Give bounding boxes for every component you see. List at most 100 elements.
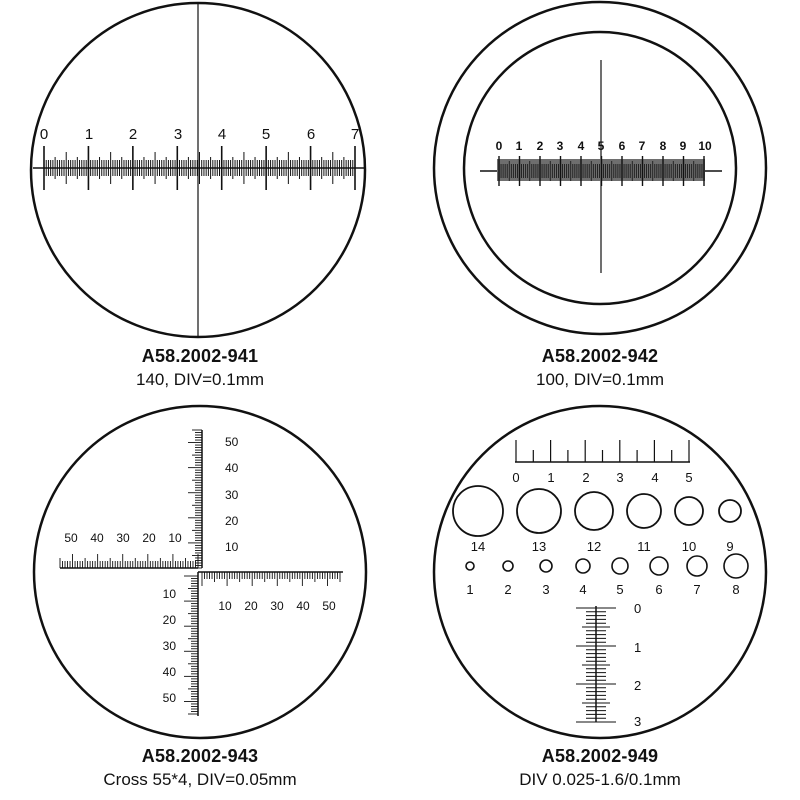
circle-label: 11 — [637, 539, 651, 554]
circle-label: 8 — [732, 582, 739, 597]
scale-number: 5 — [262, 126, 270, 143]
reticle-949-field-circle — [432, 404, 768, 740]
scale-number: 0 — [634, 601, 641, 616]
small-circle-labels: 1 2 3 4 5 6 7 8 — [466, 582, 739, 597]
scale-number: 2 — [537, 139, 544, 153]
circle-11 — [626, 493, 662, 529]
reticle-panel-942: 0 1 2 3 4 5 6 7 8 9 10 A58.2002-942 100,… — [400, 0, 800, 400]
scale-number: 7 — [639, 139, 646, 153]
model-number: A58.2002-949 — [541, 746, 659, 766]
circle-label: 7 — [693, 582, 700, 597]
vertical-scale-numbers: 0 1 2 3 — [634, 601, 641, 729]
scale-number: 30 — [116, 531, 130, 545]
circle-6 — [649, 556, 669, 576]
circle-12 — [574, 491, 614, 531]
ruler-number: 2 — [582, 470, 589, 485]
reticle-941-numbers: 0 1 2 3 4 5 6 7 — [40, 126, 359, 143]
circle-2 — [502, 560, 514, 572]
circle-label: 9 — [726, 539, 733, 554]
model-number: A58.2002-943 — [141, 746, 259, 766]
small-circles-row — [465, 553, 749, 579]
reticle-942-ticks — [498, 156, 705, 186]
scale-number: 50 — [64, 531, 78, 545]
circle-5 — [611, 557, 629, 575]
circle-label: 12 — [587, 539, 601, 554]
scale-number: 0 — [496, 139, 503, 153]
scale-number: 5 — [598, 139, 605, 153]
upper-scale-numbers: 10 20 30 40 50 — [225, 435, 239, 554]
circle-label: 1 — [466, 582, 473, 597]
scale-number: 20 — [142, 531, 156, 545]
circle-9 — [718, 499, 742, 523]
reticle-941-diagram: 0 1 2 3 4 5 6 7 — [29, 1, 367, 339]
ruler-number: 3 — [616, 470, 623, 485]
scale-number: 50 — [163, 691, 177, 705]
scale-number: 3 — [634, 714, 641, 729]
scale-number: 40 — [225, 461, 239, 475]
top-ruler-numbers: 0 1 2 3 4 5 — [512, 470, 692, 485]
spec-text: DIV 0.025-1.6/0.1mm — [519, 770, 681, 789]
scale-number: 2 — [634, 678, 641, 693]
vertical-scale-ticks — [576, 607, 616, 723]
scale-number: 6 — [307, 126, 315, 143]
circle-3 — [539, 559, 553, 573]
reticle-949-diagram: 0 1 2 3 4 5 14 13 12 11 10 9 — [432, 404, 768, 740]
circle-label: 4 — [579, 582, 586, 597]
scale-number: 20 — [225, 514, 239, 528]
scale-number: 10 — [163, 587, 177, 601]
scale-number: 1 — [516, 139, 523, 153]
scale-number: 10 — [218, 599, 232, 613]
circle-label: 2 — [504, 582, 511, 597]
scale-number: 4 — [578, 139, 585, 153]
model-number: A58.2002-942 — [541, 346, 659, 366]
ruler-number: 0 — [512, 470, 519, 485]
circle-1 — [465, 561, 475, 571]
reticle-942-diagram: 0 1 2 3 4 5 6 7 8 9 10 — [432, 0, 768, 336]
scale-number: 10 — [168, 531, 182, 545]
spec-text: Cross 55*4, DIV=0.05mm — [103, 770, 297, 789]
model-number: A58.2002-941 — [141, 346, 259, 366]
big-circles-row — [452, 485, 742, 537]
circle-label: 14 — [471, 539, 485, 554]
scale-number: 50 — [225, 435, 239, 449]
circle-label: 13 — [532, 539, 546, 554]
reticle-941-ticks — [43, 146, 356, 190]
scale-number: 40 — [90, 531, 104, 545]
scale-number: 0 — [40, 126, 48, 143]
top-ruler-ticks — [515, 440, 690, 462]
scale-number: 10 — [225, 540, 239, 554]
reticle-943-field-circle — [32, 404, 368, 740]
right-scale-numbers: 10 20 30 40 50 — [218, 599, 336, 613]
circle-label: 5 — [616, 582, 623, 597]
scale-number: 1 — [634, 640, 641, 655]
scale-number: 50 — [322, 599, 336, 613]
scale-number: 3 — [557, 139, 564, 153]
reticle-943-diagram: 10 20 30 40 50 10 20 30 40 50 10 20 30 4… — [32, 404, 368, 740]
ruler-number: 5 — [685, 470, 692, 485]
lower-scale-numbers: 10 20 30 40 50 — [163, 587, 177, 705]
scale-number: 40 — [296, 599, 310, 613]
circle-14 — [452, 485, 504, 537]
reticle-942-numbers: 0 1 2 3 4 5 6 7 8 9 10 — [496, 139, 712, 153]
big-circle-labels: 14 13 12 11 10 9 — [471, 539, 734, 554]
scale-number: 30 — [163, 639, 177, 653]
scale-number: 3 — [174, 126, 182, 143]
scale-number: 8 — [660, 139, 667, 153]
reticle-panel-949: 0 1 2 3 4 5 14 13 12 11 10 9 — [400, 400, 800, 800]
circle-10 — [674, 496, 704, 526]
scale-number: 10 — [698, 139, 712, 153]
scale-number: 30 — [270, 599, 284, 613]
scale-number: 7 — [351, 126, 359, 143]
reticle-panel-943: 10 20 30 40 50 10 20 30 40 50 10 20 30 4… — [0, 400, 400, 800]
reticle-942-inner-circle — [462, 30, 738, 306]
circle-7 — [686, 555, 708, 577]
circle-label: 10 — [682, 539, 696, 554]
scale-number: 40 — [163, 665, 177, 679]
reticle-943-ticks — [59, 429, 341, 715]
scale-number: 2 — [129, 126, 137, 143]
reticle-panel-941: 0 1 2 3 4 5 6 7 A58.2002-941 140, DIV=0.… — [0, 0, 400, 400]
ruler-number: 1 — [547, 470, 554, 485]
scale-number: 6 — [619, 139, 626, 153]
left-scale-numbers: 10 20 30 40 50 — [64, 531, 182, 545]
circle-label: 3 — [542, 582, 549, 597]
